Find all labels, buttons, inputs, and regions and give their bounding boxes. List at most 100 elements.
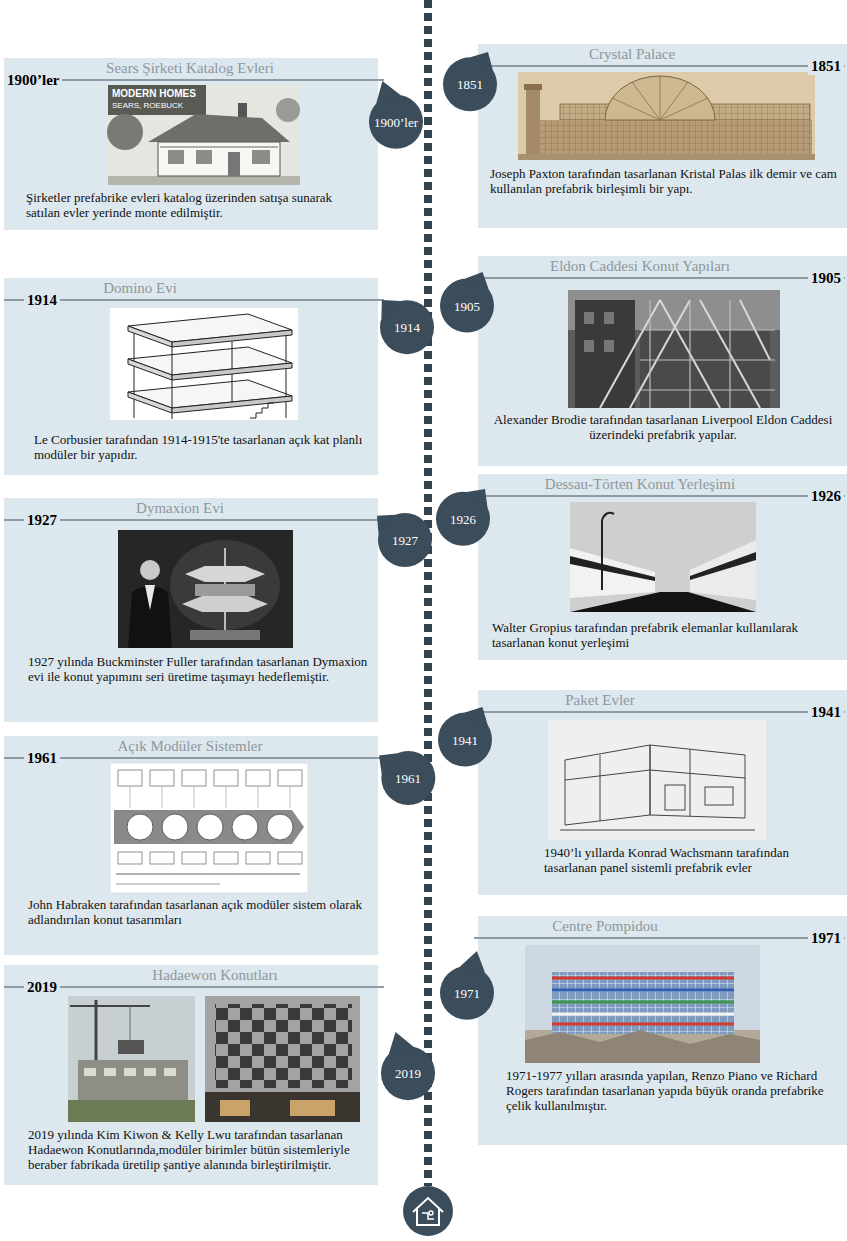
open-modular-system-image-part-part [267,814,293,840]
year-marker: 1941 [437,706,493,768]
sears-catalog-image-part [228,152,240,176]
domino-house-image-part [134,399,135,418]
packaged-house-image-part-part [565,745,650,825]
prefab-house-icon-part [429,1211,433,1215]
image-caption-text: MODERN HOMES [112,88,196,100]
open-modular-system-image-part-part [118,852,142,864]
year-label: 1971 [808,929,844,947]
title-underline-part [4,299,384,301]
year-label: 1941 [808,703,844,721]
dymaxion-house-image-part [128,586,172,648]
open-modular-system-image-part [116,874,300,875]
crystal-palace-image-part [612,76,708,120]
domino-house-image-part [286,369,287,397]
open-modular-system-image-part [127,814,293,840]
marker-circle [440,966,494,1020]
open-modular-system-image-part-part [246,770,270,786]
image-caption-text: SEARS, ROEBUCK [112,101,183,111]
hadaewon-facade-image-part [290,1100,335,1116]
prefab-house-icon-part [413,1198,443,1225]
crystal-palace-image-part [540,120,812,156]
crystal-palace-image-part-part [660,82,688,120]
crystal-palace-image-part-part [660,76,661,120]
sears-catalog-image-part [148,114,290,142]
title-underline-part [4,986,384,988]
dessau-torten-image-part [570,556,655,581]
open-modular-system-image-part-part [194,786,195,808]
hadaewon-facade-image-part [205,996,360,1122]
open-modular-system-image-part-part [182,852,206,864]
sears-catalog-image-part [108,85,206,115]
hadaewon-construction-image-part [124,1068,136,1076]
open-modular-system-image-part-part [226,786,227,808]
eldon-street-image-part-part [689,300,690,408]
domino-house-image-part [110,308,298,420]
panel-description: John Habraken tarafından tasarlanan açık… [28,897,368,927]
marker-pointer [376,81,401,103]
year-label: 1927 [24,511,60,529]
centre-pompidou-image-part [552,972,734,1034]
dessau-torten-image-part [570,502,756,612]
centre-pompidou-image-part [552,1023,734,1026]
eldon-street-image-part [575,300,635,408]
title-underline-part [4,79,384,81]
sears-catalog-image-part [276,98,300,122]
dessau-torten-image [570,502,756,612]
open-modular-system-image-part [110,763,308,893]
open-modular-system-image-part-part [182,770,206,786]
year-marker: 1961 [378,750,436,806]
year-label: 1900’ler [4,71,62,89]
marker-pointer [389,1032,414,1054]
eldon-street-image-part-part [729,300,730,408]
crystal-palace-image [518,72,815,160]
crystal-palace-image-part-part [660,98,708,120]
dymaxion-house-image-part [118,530,293,648]
marker-year: 1900’ler [374,114,418,129]
sears-catalog-image-part [168,150,184,164]
year-marker: 1971 [439,950,495,1021]
domino-house-image-part [128,392,172,413]
centre-pompidou-image [525,945,760,1063]
panel-title: Domino Evi [103,280,177,297]
eldon-street-image-part-part [660,300,720,408]
open-modular-system-image [110,763,308,893]
panel-description: Le Corbusier tarafından 1914-1915'te tas… [34,432,364,462]
marker-year: 1927 [392,533,418,548]
domino-house-image-part [134,333,135,361]
crystal-palace-image-part [540,120,812,156]
packaged-house-image-part-part [690,749,691,816]
year-marker: 1914 [379,299,435,355]
domino-house-image-part [250,403,274,418]
panel-description: 1927 yılında Buckminster Fuller tarafınd… [28,654,368,684]
marker-circle [381,1046,435,1100]
eldon-street-image-part [568,290,780,408]
sears-catalog-image-part [196,150,212,164]
year-marker: 1905 [439,271,495,334]
marker-pointer [467,489,488,507]
timeline-axis [428,0,429,1186]
domino-house-image-part [134,366,135,394]
packaged-house-image-part-part [705,787,733,805]
open-modular-system-image-part-part [278,852,302,864]
eldon-street-image [568,290,780,408]
title-underline-part [4,757,384,759]
eldon-street-image-part-part [630,300,690,408]
panel-description: Alexander Brodie tarafından tasarlanan L… [493,412,833,442]
open-modular-system-image-part [118,770,302,786]
dymaxion-house-image-part [185,566,265,582]
packaged-house-image-part-part [560,830,755,831]
panel-title: Sears Şirketi Katalog Evleri [106,60,274,77]
centre-pompidou-image-part [552,972,734,1034]
marker-year: 1914 [394,319,420,334]
dessau-torten-image-part [690,540,756,600]
title-underline-part [474,937,845,939]
hadaewon-facade-image-part [205,1092,360,1122]
prefab-house-icon-part [403,1186,453,1236]
panel-description: 1971-1977 yılları arasında yapılan, Renz… [506,1068,836,1113]
centre-pompidou-image-part [525,1030,760,1063]
panel-title: Hadaewon Konutları [152,967,277,984]
title-underline [4,66,845,987]
title-underline-part [474,65,845,67]
crystal-palace-image-part [518,72,815,160]
